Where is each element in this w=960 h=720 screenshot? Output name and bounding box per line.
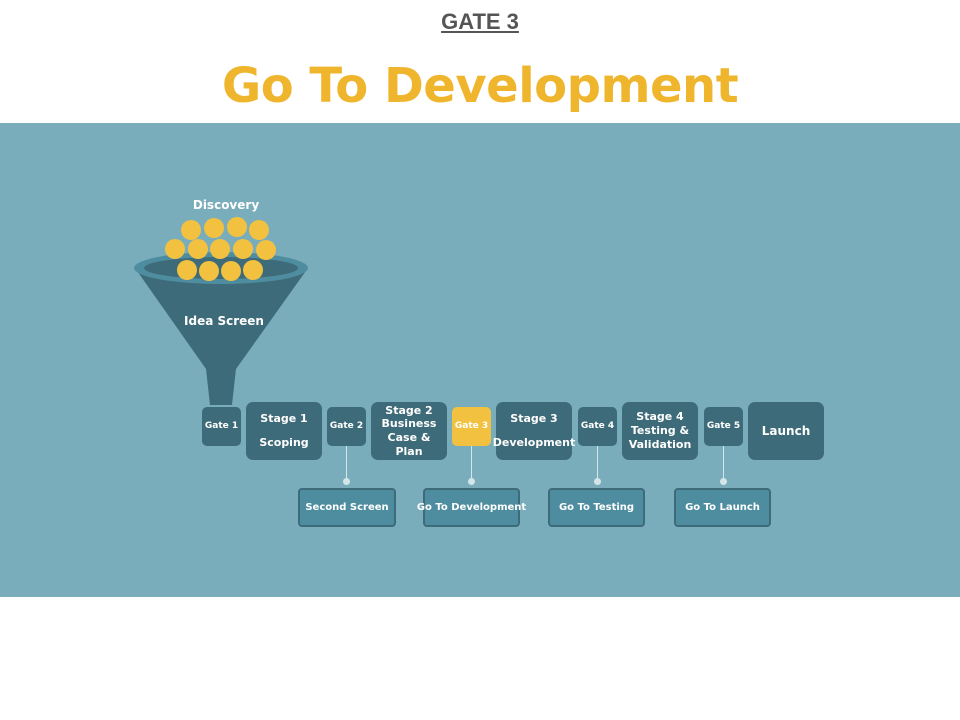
- gate-2-connector: [346, 446, 347, 478]
- go-to-testing-box: Go To Testing: [548, 488, 645, 527]
- gate-2-connector-dot: [343, 478, 350, 485]
- gate-3-box: Gate 3: [452, 407, 491, 446]
- gate-kicker: GATE 3: [441, 9, 519, 34]
- second-screen-box: Second Screen: [298, 488, 396, 527]
- idea-dot: [177, 260, 197, 280]
- gate-4-connector: [597, 446, 598, 478]
- page-title: Go To Development: [221, 58, 739, 114]
- stage-4-box: Stage 4 Testing & Validation: [622, 402, 698, 460]
- idea-dot: [199, 261, 219, 281]
- gate-3-connector-dot: [468, 478, 475, 485]
- launch-box: Launch: [748, 402, 824, 460]
- stage-1-box: Stage 1 Scoping: [246, 402, 322, 460]
- discovery-label: Discovery: [192, 198, 260, 212]
- idea-dot: [243, 260, 263, 280]
- idea-dot: [233, 239, 253, 259]
- stage-3-box: Stage 3 Development: [493, 402, 575, 460]
- go-to-launch-box: Go To Launch: [674, 488, 771, 527]
- process-panel: Discovery Idea Screen Gate 1 Stage 1 Sco…: [0, 123, 960, 597]
- idea-dot: [227, 217, 247, 237]
- gate-1-box: Gate 1: [202, 407, 241, 446]
- gate-2-box: Gate 2: [327, 407, 366, 446]
- gate-4-connector-dot: [594, 478, 601, 485]
- idea-dot: [165, 239, 185, 259]
- funnel-graphic: [134, 217, 308, 405]
- idea-dot: [204, 218, 224, 238]
- discovery-ideas: [165, 217, 276, 281]
- gate-5-connector-dot: [720, 478, 727, 485]
- idea-dot: [249, 220, 269, 240]
- go-to-development-box: Go To Development: [417, 488, 526, 527]
- idea-dot: [188, 239, 208, 259]
- idea-dot: [221, 261, 241, 281]
- idea-screen-label: Idea Screen: [184, 314, 264, 328]
- gate-4-box: Gate 4: [578, 407, 617, 446]
- gate-5-box: Gate 5: [704, 407, 743, 446]
- idea-dot: [181, 220, 201, 240]
- idea-dot: [210, 239, 230, 259]
- idea-dot: [256, 240, 276, 260]
- funnel-body: [135, 268, 308, 405]
- stage-2-box: Stage 2 Business Case & Plan: [371, 402, 447, 460]
- funnel-mouth: [144, 257, 298, 279]
- gate-3-connector: [471, 446, 472, 478]
- gate-5-connector: [723, 446, 724, 478]
